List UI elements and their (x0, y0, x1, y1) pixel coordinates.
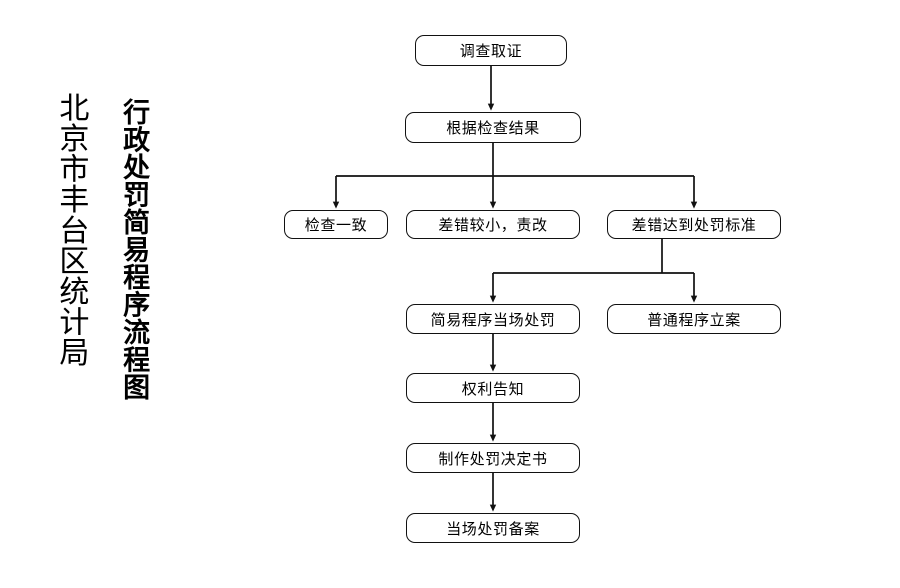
node-onsite-record[interactable]: 当场处罚备案 (406, 513, 580, 543)
node-label: 普通程序立案 (647, 311, 741, 329)
node-label: 差错达到处罚标准 (631, 217, 757, 234)
node-simple-onsite[interactable]: 简易程序当场处罚 (406, 304, 580, 334)
node-label: 差错较小，责改 (438, 217, 548, 234)
node-minor-error[interactable]: 差错较小，责改 (406, 210, 580, 239)
node-label: 检查一致 (304, 217, 368, 234)
node-inspection-result[interactable]: 根据检查结果 (405, 112, 581, 143)
chart-title: 行政处罚简易程序流程图 (119, 98, 150, 401)
node-label: 调查取证 (459, 43, 523, 60)
node-label: 简易程序当场处罚 (430, 311, 556, 329)
node-normal-filing[interactable]: 普通程序立案 (607, 304, 781, 334)
node-label: 权利告知 (461, 380, 525, 398)
node-label: 根据检查结果 (446, 120, 540, 137)
node-consistent[interactable]: 检查一致 (284, 210, 388, 239)
organization-title: 北京市丰台区统计局 (54, 92, 88, 368)
node-label: 制作处罚决定书 (438, 450, 548, 468)
node-investigate[interactable]: 调查取证 (415, 35, 567, 66)
node-label: 当场处罚备案 (446, 520, 540, 538)
node-decision-doc[interactable]: 制作处罚决定书 (406, 443, 580, 473)
node-rights-notice[interactable]: 权利告知 (406, 373, 580, 403)
node-penalty-standard[interactable]: 差错达到处罚标准 (607, 210, 781, 239)
